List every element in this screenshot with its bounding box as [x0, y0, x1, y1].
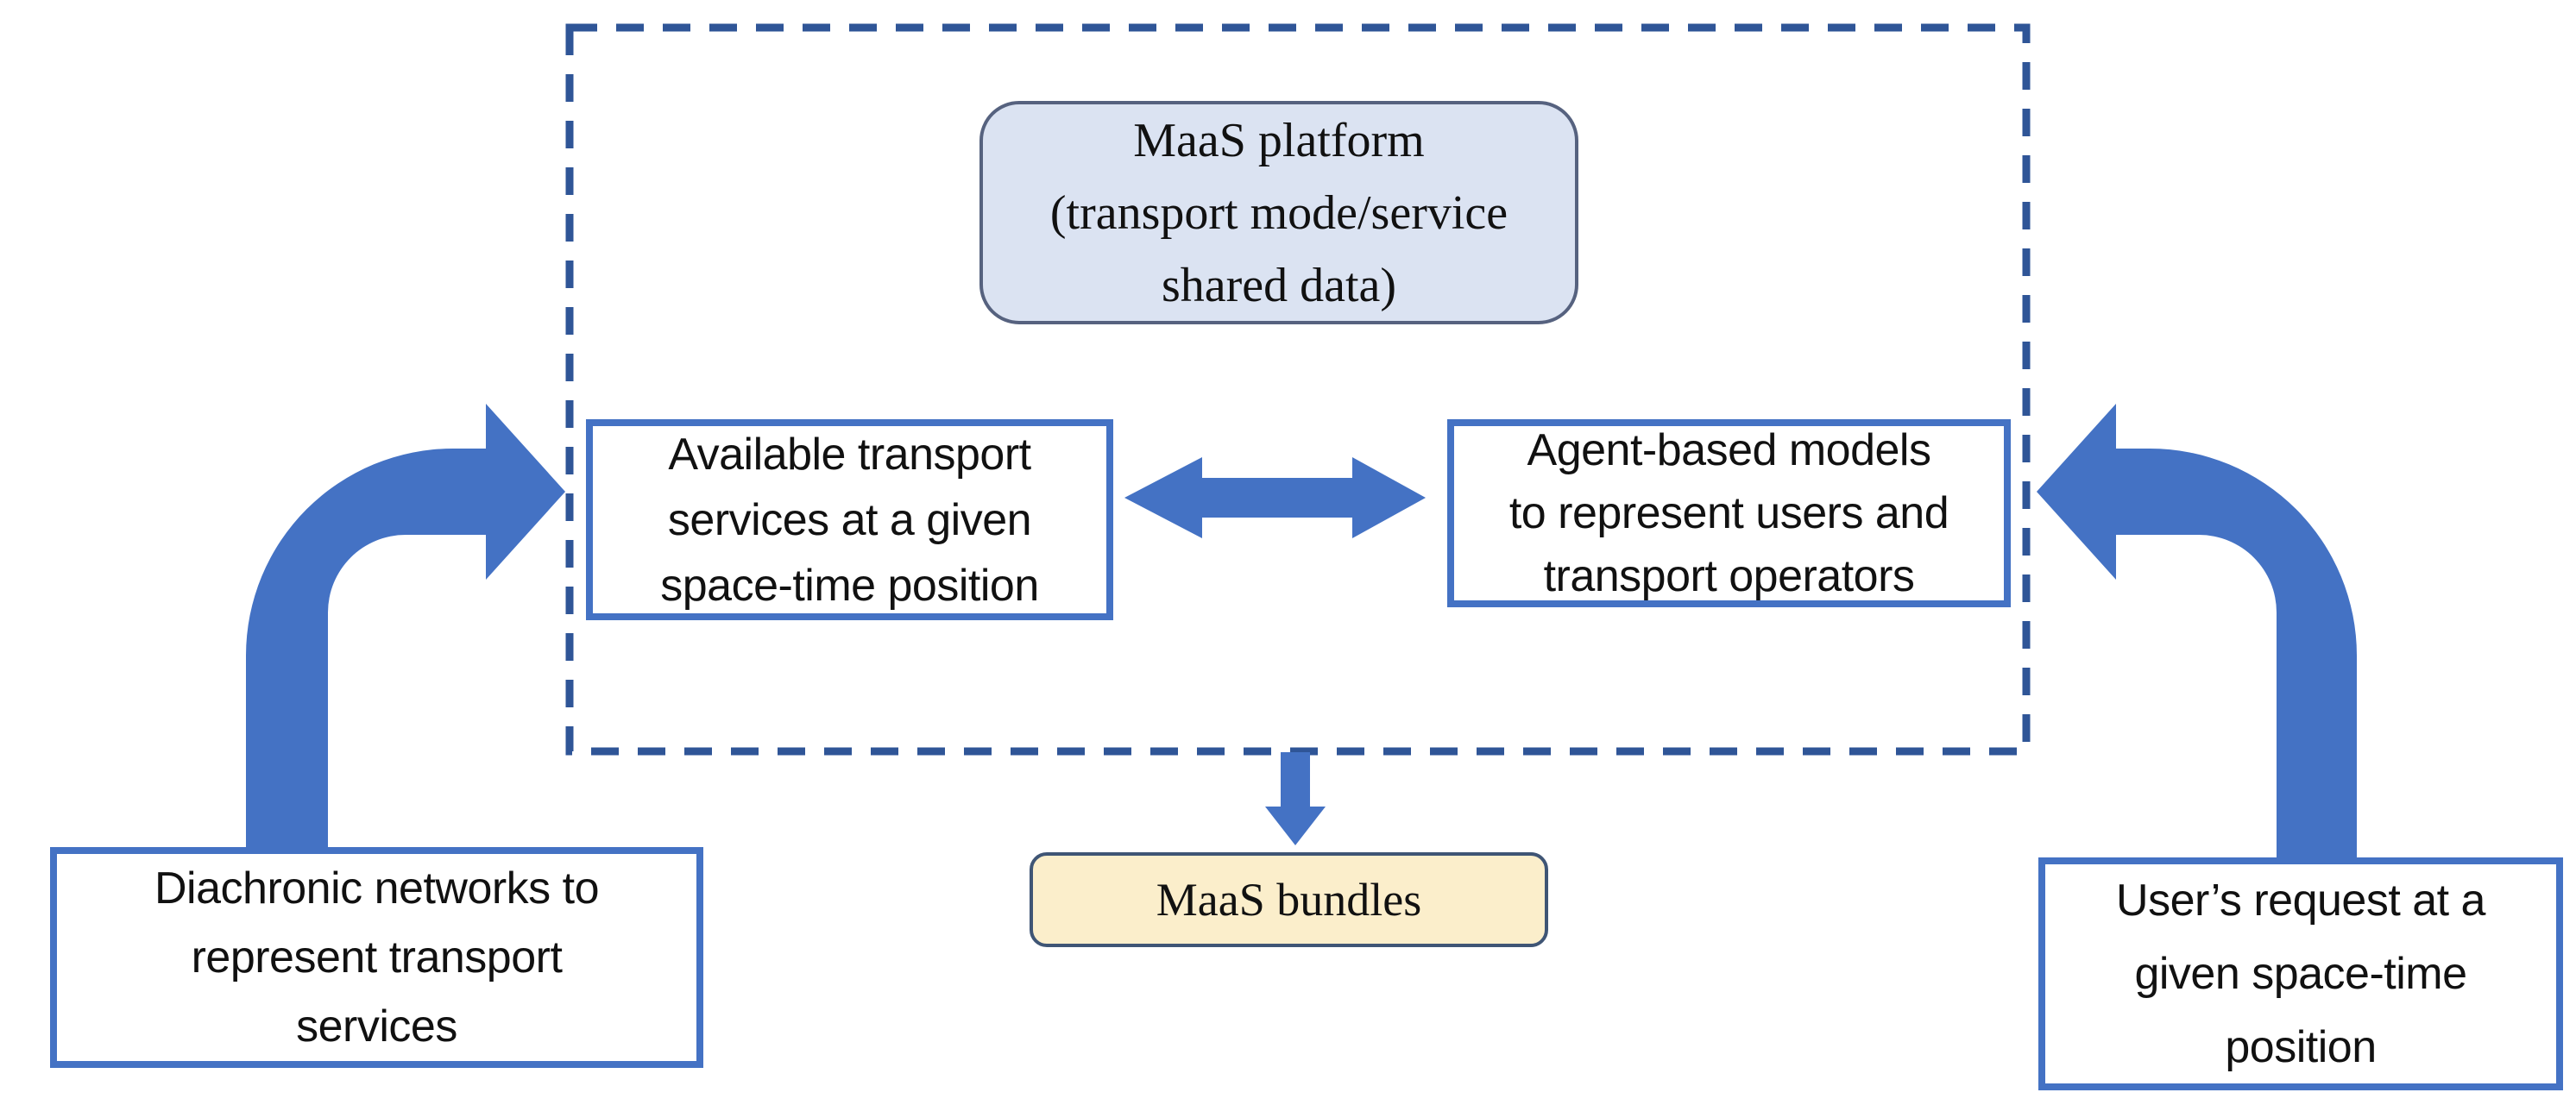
agent-based-models-box: Agent-based models to represent users an… — [1447, 419, 2011, 607]
diachronic-networks-label: Diachronic networks to represent transpo… — [154, 863, 600, 1052]
available-transport-box: Available transport services at a given … — [586, 419, 1113, 620]
maas-bundles-box: MaaS bundles — [1030, 852, 1548, 947]
bidirectional-arrow — [1124, 457, 1426, 538]
maas-bundles-label: MaaS bundles — [1156, 874, 1422, 926]
dashed-boundary — [565, 23, 2031, 756]
right-elbow-arrow — [2037, 404, 2357, 857]
maas-platform-box: MaaS platform (transport mode/service sh… — [979, 101, 1578, 324]
users-request-box: User’s request at a given space-time pos… — [2038, 857, 2563, 1090]
maas-platform-label: MaaS platform (transport mode/service sh… — [1049, 113, 1508, 312]
agent-based-models-label: Agent-based models to represent users an… — [1508, 424, 1949, 601]
diachronic-networks-box: Diachronic networks to represent transpo… — [50, 847, 703, 1068]
users-request-label: User’s request at a given space-time pos… — [2116, 875, 2485, 1072]
down-arrow — [1265, 752, 1326, 845]
available-transport-label: Available transport services at a given … — [660, 429, 1039, 611]
left-elbow-arrow — [246, 404, 565, 847]
